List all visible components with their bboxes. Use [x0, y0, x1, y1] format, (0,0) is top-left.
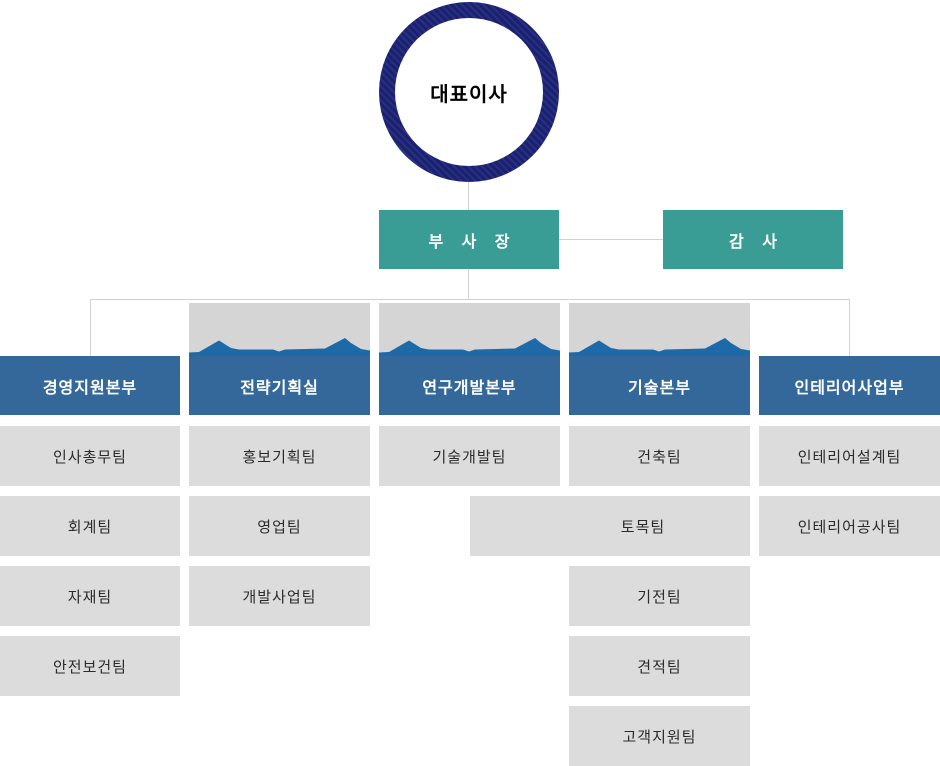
team-box: 건축팀: [569, 426, 750, 486]
team-box: 기전팀: [569, 566, 750, 626]
team-box: 인테리어공사팀: [759, 496, 940, 556]
header-interior: 인테리어사업부: [759, 356, 940, 415]
ceo-node-inner: 대표이사: [395, 18, 543, 166]
team-box: 견적팀: [569, 636, 750, 696]
team-box: 자재팀: [0, 566, 180, 626]
connector-distribution: [90, 299, 850, 300]
team-box: 영업팀: [189, 496, 370, 556]
team-box: 기술개발팀: [379, 426, 560, 486]
team-box: 개발사업팀: [189, 566, 370, 626]
header-management-support: 경영지원본부: [0, 356, 180, 415]
vice-president-node: 부 사 장: [379, 210, 559, 269]
team-box: 안전보건팀: [0, 636, 180, 696]
team-box: 토목팀: [470, 496, 750, 556]
team-box: 고객지원팀: [569, 706, 750, 766]
header-strategy-planning: 전략기획실: [189, 356, 370, 415]
team-box: 인사총무팀: [0, 426, 180, 486]
header-technology: 기술본부: [569, 356, 750, 415]
connector-vp-down: [468, 269, 469, 299]
connector-ceo-to-vp: [468, 182, 469, 210]
mountain-decoration-icon: [569, 338, 750, 356]
team-box: 홍보기획팀: [189, 426, 370, 486]
auditor-node: 감 사: [663, 210, 843, 269]
team-box: 회계팀: [0, 496, 180, 556]
ceo-label: 대표이사: [430, 83, 508, 106]
team-box: 인테리어설계팀: [759, 426, 940, 486]
connector-drop-division-5: [849, 299, 850, 356]
header-rnd: 연구개발본부: [379, 356, 560, 415]
mountain-decoration-icon: [189, 338, 370, 356]
connector-drop-division-1: [90, 299, 91, 356]
ceo-node: 대표이사: [379, 2, 559, 182]
mountain-decoration-icon: [379, 338, 560, 356]
connector-vp-to-auditor: [559, 239, 663, 240]
